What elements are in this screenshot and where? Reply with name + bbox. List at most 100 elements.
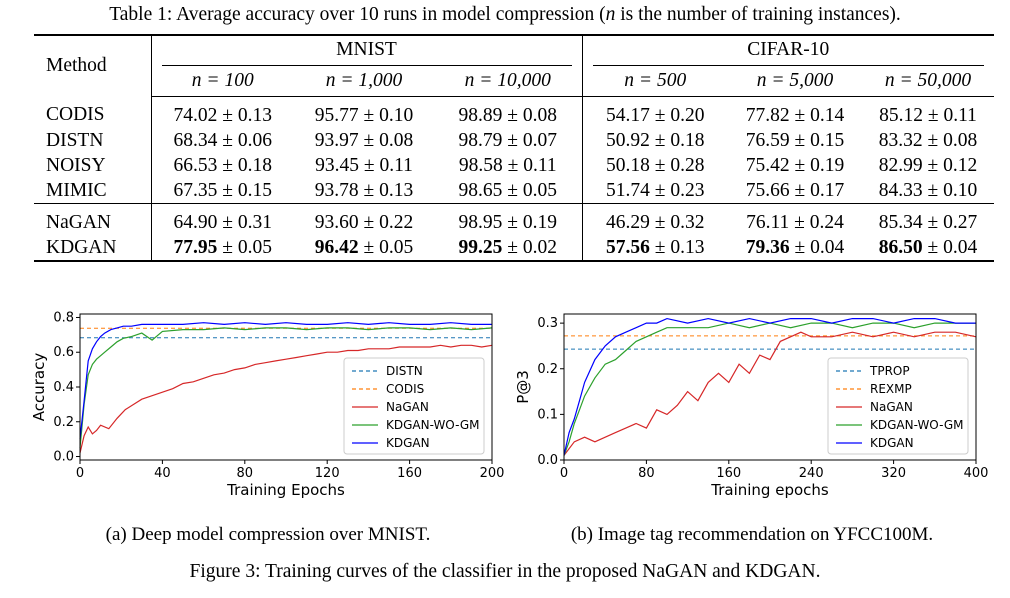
table-cell: 84.33 ± 0.10 (862, 178, 994, 204)
cell-value: ± 0.05 (358, 236, 414, 258)
legend-label: TPROP (869, 364, 910, 378)
table-cell: 50.92 ± 0.18 (581, 128, 728, 153)
cell-value: 54.17 ± 0.20 (606, 104, 705, 126)
cell-value: 46.29 ± 0.32 (606, 211, 705, 233)
table-cell: 99.25 ± 0.02 (434, 235, 582, 262)
method-name: KDGAN (34, 235, 151, 262)
table-cell: 77.82 ± 0.14 (728, 97, 862, 129)
table-cell: 98.89 ± 0.08 (434, 97, 582, 129)
results-table: Method MNIST CIFAR-10 n = 100 n = 1,000 … (34, 34, 994, 262)
table-cell: 51.74 ± 0.23 (581, 178, 728, 204)
series-line-kdgan (563, 317, 976, 456)
cell-bold: 57.56 (606, 236, 650, 258)
x-tick-label: 160 (397, 466, 422, 481)
table-cell: 96.42 ± 0.05 (294, 235, 434, 262)
table-cell: 77.95 ± 0.05 (150, 235, 294, 262)
legend-label: KDGAN-WO-GM (870, 418, 964, 432)
legend-label: NaGAN (386, 400, 429, 414)
method-name: MIMIC (34, 178, 151, 204)
table-cell: 95.77 ± 0.10 (294, 97, 434, 129)
cell-value: 93.60 ± 0.22 (314, 211, 414, 233)
cell-value: 50.92 ± 0.18 (606, 129, 705, 151)
y-tick-label: 0.0 (537, 453, 558, 468)
cell-value: 93.78 ± 0.13 (314, 179, 414, 201)
cell-value: 98.95 ± 0.19 (458, 211, 557, 233)
legend-label: CODIS (386, 382, 424, 396)
table-cell: 57.56 ± 0.13 (581, 235, 728, 262)
method-header: Method (46, 55, 107, 77)
y-tick-label: 0.2 (537, 362, 558, 377)
cell-value: ± 0.04 (789, 236, 845, 258)
table-row: CODIS 74.02 ± 0.13 95.77 ± 0.10 98.89 ± 0.0… (34, 96, 994, 129)
table-cell: 93.97 ± 0.08 (294, 128, 434, 153)
cell-value: ± 0.13 (649, 236, 705, 258)
y-tick-label: 0.1 (537, 407, 558, 422)
table-cell: 86.50 ± 0.04 (862, 235, 994, 262)
series-line-kdgan (79, 322, 492, 440)
cell-value: ± 0.05 (217, 236, 272, 258)
x-tick-label: 200 (480, 466, 505, 481)
col-header: n = 5,000 (728, 66, 862, 97)
cell-value: ± 0.02 (502, 236, 557, 258)
cell-bold: 86.50 (878, 236, 923, 258)
x-tick-label: 0 (76, 466, 84, 481)
cell-value: 64.90 ± 0.31 (173, 211, 272, 233)
table-caption: Table 1: Average accuracy over 10 runs i… (109, 4, 901, 25)
y-tick-label: 0.4 (53, 380, 74, 395)
figure-caption: Figure 3: Training curves of the classif… (189, 561, 821, 582)
cell-value: 98.58 ± 0.11 (458, 154, 557, 176)
subcaption-b: (b) Image tag recommendation on YFCC100M… (570, 524, 934, 545)
y-tick-label: 0.0 (53, 450, 74, 465)
col-header: n = 500 (581, 66, 728, 97)
table-cell: 93.45 ± 0.11 (294, 153, 434, 178)
legend-label: NaGAN (870, 400, 913, 414)
x-axis-label: Training epochs (710, 481, 829, 499)
cell-value: 98.79 ± 0.07 (458, 129, 557, 151)
cell-value: 76.11 ± 0.24 (746, 211, 844, 233)
cell-value: 85.34 ± 0.27 (878, 211, 978, 233)
series-line-nagan (563, 331, 977, 456)
series-line-nagan (79, 344, 493, 454)
cell-value: 68.34 ± 0.06 (173, 129, 272, 151)
legend-label: KDGAN (870, 436, 914, 450)
col-header: n = 50,000 (862, 66, 994, 97)
table-cell: 75.66 ± 0.17 (728, 178, 862, 204)
cell-value: 75.66 ± 0.17 (745, 179, 845, 201)
cell-value: 85.12 ± 0.11 (879, 104, 977, 126)
col-header: n = 10,000 (434, 66, 582, 97)
legend-label: DISTN (386, 364, 423, 378)
table-cell: 93.78 ± 0.13 (294, 178, 434, 204)
subcaption-a: (a) Deep model compression over MNIST. (105, 524, 431, 545)
cell-value: 95.77 ± 0.10 (314, 104, 414, 126)
y-tick-label: 0.8 (53, 310, 74, 325)
cell-value: 98.65 ± 0.05 (458, 179, 557, 201)
table-cell: 98.65 ± 0.05 (434, 178, 582, 204)
cell-bold: 79.36 (745, 236, 790, 258)
table-cell: 83.32 ± 0.08 (862, 128, 994, 153)
method-name: CODIS (46, 104, 105, 126)
cell-value: 74.02 ± 0.13 (173, 104, 272, 126)
table-cell: 98.79 ± 0.07 (434, 128, 582, 153)
table-cell: 75.42 ± 0.19 (728, 153, 862, 178)
table-cell: 46.29 ± 0.32 (581, 203, 728, 235)
cell-bold: 99.25 (458, 236, 503, 258)
x-tick-label: 240 (799, 466, 824, 481)
cell-bold: 77.95 (173, 236, 218, 258)
x-tick-label: 80 (237, 466, 254, 481)
table-cell: 82.99 ± 0.12 (862, 153, 994, 178)
y-axis-label: Accuracy (30, 353, 48, 422)
col-header: n = 1,000 (294, 66, 434, 97)
series-line-kdgan-wo-gm (563, 322, 976, 456)
legend-label: REXMP (870, 382, 912, 396)
x-tick-label: 120 (315, 466, 340, 481)
table-cell: 76.59 ± 0.15 (728, 128, 862, 153)
group-header-mnist: MNIST (150, 35, 582, 66)
plot-frame (563, 313, 977, 461)
col-header: n = 100 (150, 66, 294, 97)
